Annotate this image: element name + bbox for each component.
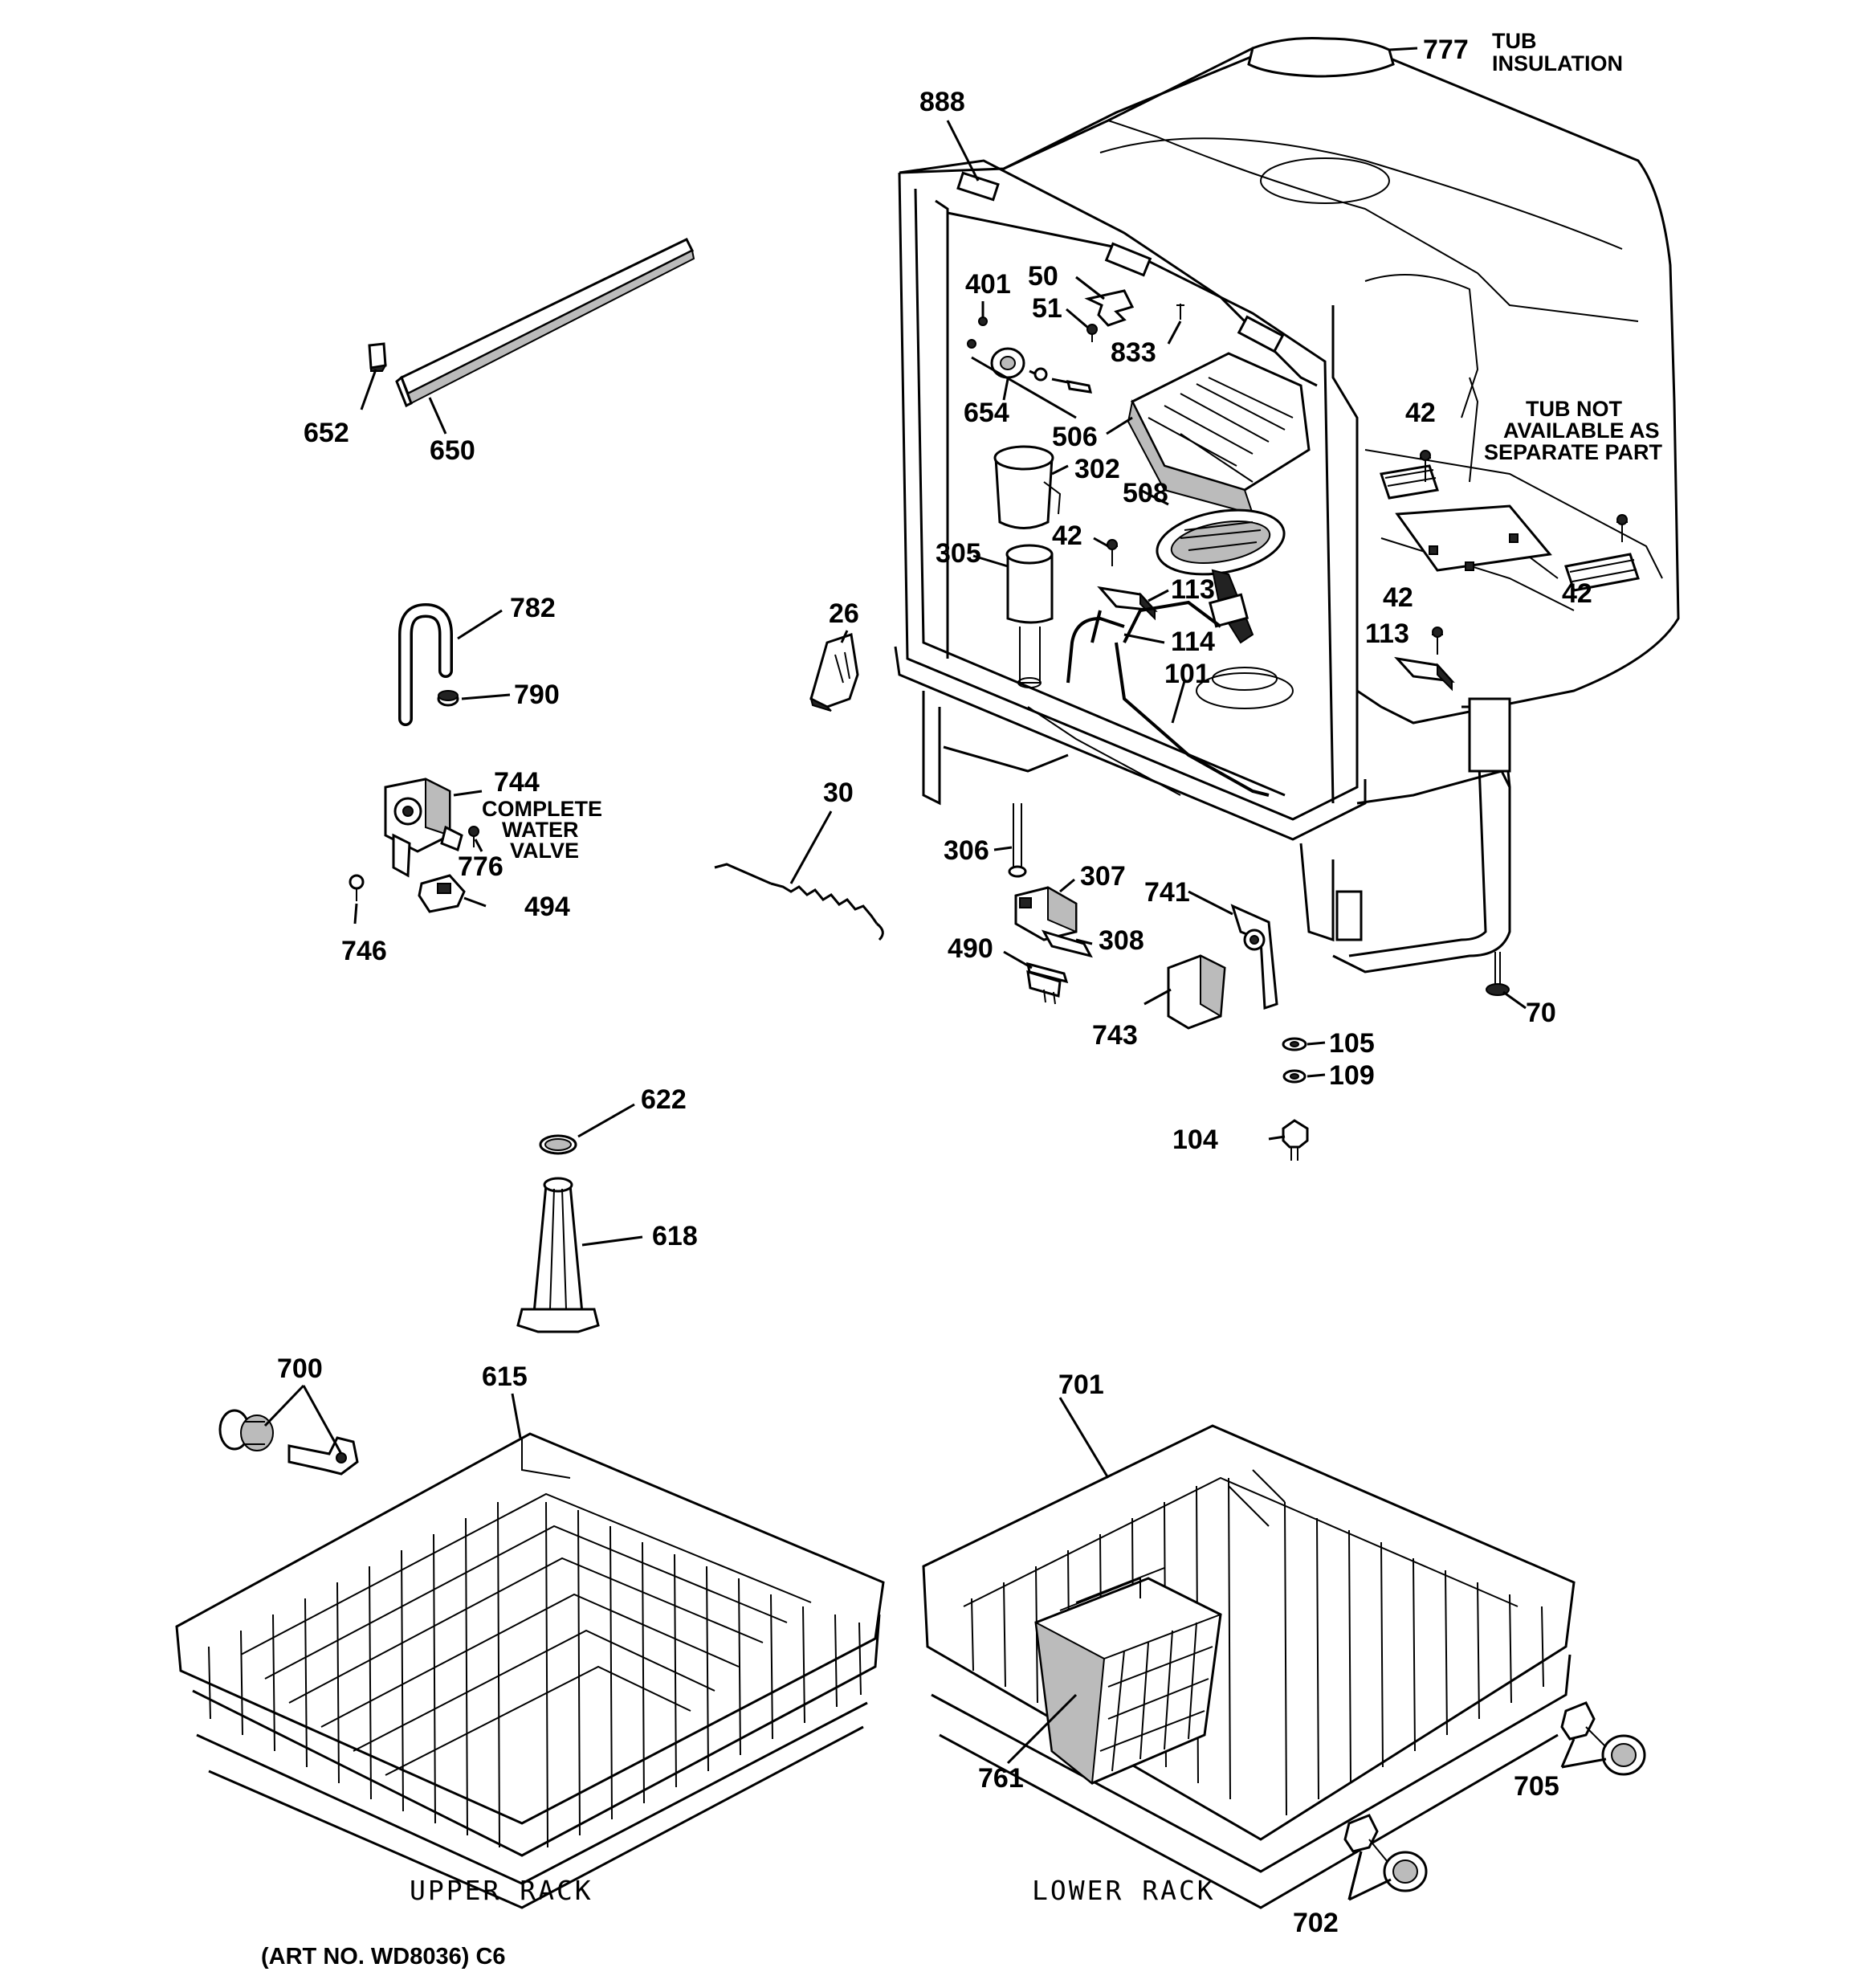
rinse-dispenser-305: [1005, 544, 1054, 688]
rack-rollers-705: [1560, 1701, 1646, 1776]
label-494: 494: [524, 892, 570, 922]
label-615: 615: [482, 1361, 528, 1392]
rod-306: [1008, 803, 1027, 878]
label-761: 761: [978, 1763, 1024, 1794]
label-490: 490: [948, 933, 993, 964]
note-tub-insulation-line1: TUB: [1492, 29, 1537, 53]
upper-rack-615: [175, 1432, 885, 1909]
label-622: 622: [641, 1084, 687, 1115]
label-113-center: 113: [1171, 574, 1215, 605]
label-70: 70: [1526, 998, 1556, 1028]
label-506: 506: [1052, 422, 1098, 452]
captions: UPPER RACK LOWER RACK (ART NO. WD8036) C…: [261, 1875, 1216, 1970]
leveling-leg-70: [1486, 952, 1510, 996]
rack-rail-650: [395, 238, 695, 408]
label-302: 302: [1074, 454, 1120, 484]
label-654: 654: [964, 398, 1009, 428]
switch-307-308: [1014, 886, 1093, 958]
leader-lines: [263, 47, 1607, 1901]
cap-622: [539, 1134, 577, 1155]
label-701: 701: [1058, 1370, 1104, 1400]
label-42-lower-right: 42: [1383, 582, 1413, 613]
label-104: 104: [1172, 1125, 1218, 1155]
label-618: 618: [652, 1221, 698, 1251]
label-777: 777: [1423, 35, 1469, 65]
right-grille-parts: [1380, 464, 1640, 592]
label-105: 105: [1329, 1028, 1375, 1059]
label-307: 307: [1080, 861, 1126, 892]
detergent-cup-302: [993, 445, 1062, 529]
fill-hose-782: [398, 602, 453, 726]
label-42-center: 42: [1052, 520, 1082, 551]
label-702: 702: [1293, 1908, 1339, 1938]
module-743: [1167, 954, 1226, 1030]
label-50: 50: [1028, 261, 1058, 292]
label-42-top-right: 42: [1405, 398, 1436, 428]
label-746: 746: [341, 936, 387, 966]
silverware-basket-761: [1034, 1567, 1222, 1785]
rack-rollers-702: [1343, 1814, 1428, 1892]
note-water-valve-line3: VALVE: [510, 839, 579, 863]
label-305: 305: [936, 538, 981, 569]
screw-746: [349, 874, 365, 901]
switch-490: [1026, 961, 1069, 1005]
label-650: 650: [430, 435, 475, 466]
label-888: 888: [919, 87, 965, 117]
valve-bracket-494: [418, 874, 466, 913]
label-700: 700: [277, 1353, 323, 1384]
washer-105: [1282, 1037, 1307, 1051]
note-tub-not-available-line1: TUB NOT: [1526, 397, 1622, 421]
part-26: [809, 633, 859, 712]
foot-104: [1282, 1119, 1309, 1161]
small-fasteners: [967, 289, 1628, 655]
heating-element-101: [1115, 600, 1270, 797]
tub-assembly: [894, 37, 1680, 974]
label-652: 652: [304, 418, 349, 448]
label-741: 741: [1144, 877, 1190, 908]
label-401: 401: [965, 269, 1011, 300]
label-833: 833: [1111, 337, 1156, 368]
note-water-valve-line2: WATER: [502, 818, 579, 842]
label-113-right: 113: [1365, 618, 1409, 649]
filter-basket-508: [1156, 508, 1286, 644]
note-water-valve-line1: COMPLETE: [482, 797, 602, 821]
label-743: 743: [1092, 1020, 1138, 1051]
notes: TUB INSULATION TUB NOT AVAILABLE AS SEPA…: [482, 29, 1663, 863]
label-42-right: 42: [1562, 578, 1592, 609]
spray-arm-guard-506: [1127, 352, 1311, 516]
label-782: 782: [510, 593, 556, 623]
spray-tower-618: [516, 1177, 600, 1333]
door-spring-30: [714, 863, 884, 941]
bracket-741: [1230, 904, 1278, 1010]
part-labels: 777 888 401 50 51 833 654 506 302 508 42…: [277, 35, 1592, 1938]
caption-upper-rack: UPPER RACK: [410, 1875, 593, 1906]
label-26: 26: [829, 598, 859, 629]
label-51: 51: [1032, 293, 1062, 324]
washer-109: [1282, 1069, 1307, 1084]
label-306: 306: [944, 835, 989, 866]
rack-rollers-700: [218, 1409, 359, 1476]
label-101: 101: [1164, 659, 1210, 689]
label-705: 705: [1514, 1771, 1559, 1802]
note-tub-insulation-line2: INSULATION: [1492, 51, 1623, 76]
label-114: 114: [1171, 627, 1215, 657]
water-valve-744: [384, 778, 479, 878]
caption-lower-rack: LOWER RACK: [1032, 1875, 1216, 1906]
note-tub-not-available-line3: SEPARATE PART: [1484, 440, 1663, 464]
label-308: 308: [1099, 925, 1144, 956]
hose-clamp-790: [437, 690, 459, 707]
art-number: (ART NO. WD8036) C6: [261, 1944, 506, 1970]
label-776: 776: [458, 851, 503, 882]
label-508: 508: [1123, 478, 1168, 508]
label-744: 744: [494, 767, 540, 798]
label-30: 30: [823, 778, 854, 808]
note-tub-not-available-line2: AVAILABLE AS: [1503, 418, 1660, 443]
end-cap-652: [368, 342, 387, 372]
brackets-113-114: [1066, 586, 1455, 692]
label-790: 790: [514, 680, 560, 710]
label-109: 109: [1329, 1060, 1375, 1091]
lower-rack-701: [922, 1424, 1576, 1909]
